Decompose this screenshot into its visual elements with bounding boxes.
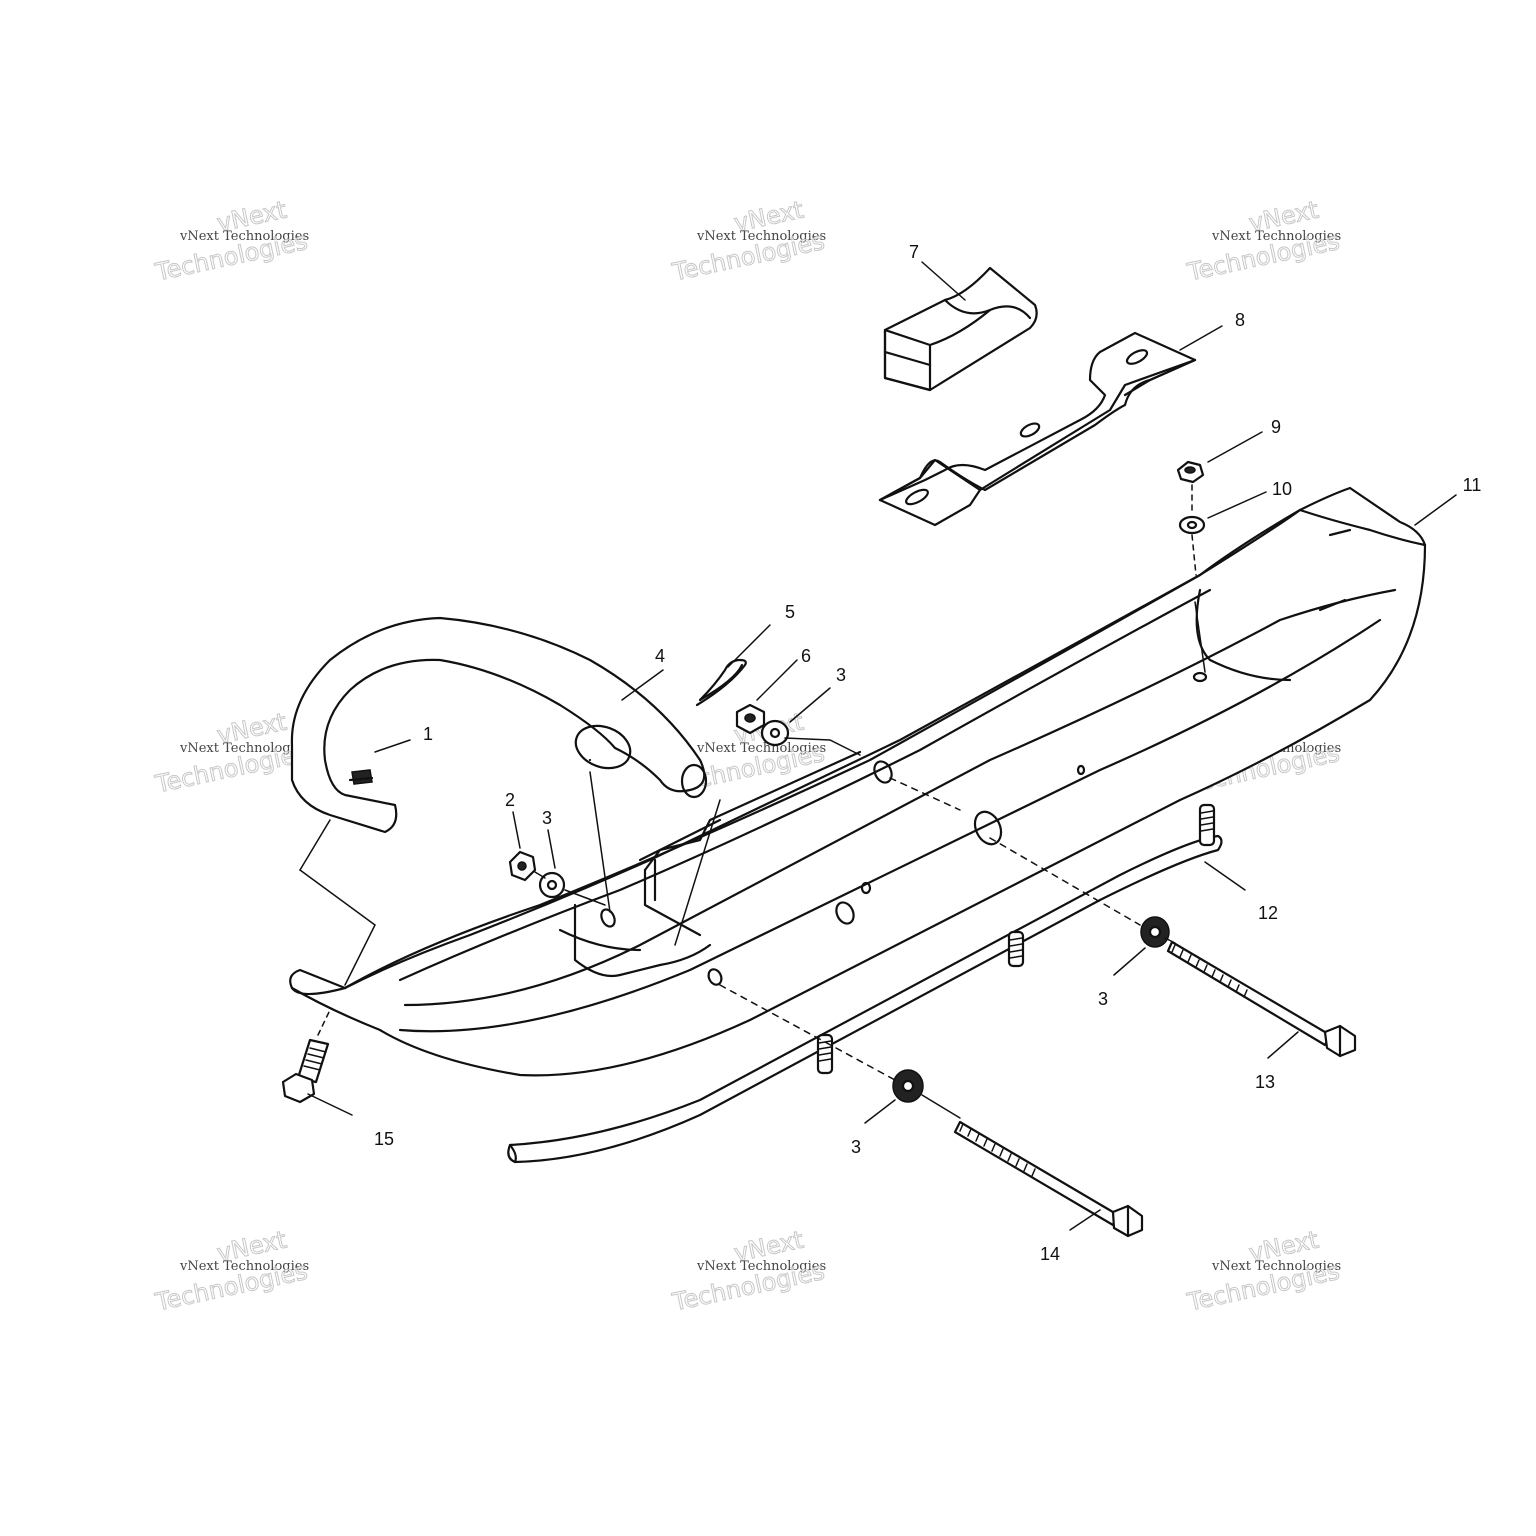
callout-3-upper: 3 [836, 665, 846, 685]
part-3-washer-left [538, 871, 566, 899]
svg-text:vNext Technologies: vNext Technologies [696, 1259, 826, 1274]
watermark-bc: vNext vNext Technologies Technologies [669, 1225, 828, 1317]
watermark-br: vNext vNext Technologies Technologies [1184, 1225, 1343, 1317]
part-2-nut [508, 850, 537, 882]
callout-3-left: 3 [542, 808, 552, 828]
callout-4: 4 [655, 646, 665, 666]
callout-13: 13 [1255, 1072, 1275, 1092]
part-3-washer-upper [760, 719, 790, 747]
part-8-saddle-bracket [878, 331, 1197, 527]
part-9-nut [1176, 460, 1205, 484]
svg-text:vNext Technologies: vNext Technologies [696, 741, 826, 756]
part-5-cotter-pin [695, 658, 747, 707]
callout-3-bottom: 3 [851, 1137, 861, 1157]
callout-8: 8 [1235, 310, 1245, 330]
svg-text:vNext Technologies: vNext Technologies [179, 1259, 309, 1274]
svg-text:vNext Technologies: vNext Technologies [1211, 229, 1341, 244]
leader-line-washer-upper [784, 737, 861, 756]
watermark-tc: vNext vNext Technologies Technologies [669, 195, 828, 287]
part-3-washer-right [1140, 916, 1170, 948]
watermark-bl: vNext vNext Technologies Technologies [152, 1225, 311, 1317]
svg-text:vNext Technologies: vNext Technologies [696, 229, 826, 244]
part-14-bolt [953, 1120, 1144, 1238]
callout-9: 9 [1271, 417, 1281, 437]
leader-line-nut-left [534, 871, 606, 906]
svg-text:vNext Technologies: vNext Technologies [179, 741, 309, 756]
callout-14: 14 [1040, 1244, 1060, 1264]
callout-2: 2 [505, 790, 515, 810]
part-10-washer [1178, 515, 1206, 535]
leader-lines [299, 261, 1457, 1231]
part-15-bolt [281, 1038, 330, 1104]
svg-text:vNext Technologies: vNext Technologies [1211, 1259, 1341, 1274]
part-3-washer-bottom [892, 1069, 924, 1103]
dash-line-9-10 [1191, 484, 1197, 576]
callout-5: 5 [785, 602, 795, 622]
watermark-ml: vNext vNext Technologies Technologies [152, 707, 311, 799]
watermark-tr: vNext vNext Technologies Technologies [1184, 195, 1343, 287]
callout-15: 15 [374, 1129, 394, 1149]
part-4-ski-loop [290, 616, 862, 872]
callout-1: 1 [423, 724, 433, 744]
watermark-tl: vNext vNext Technologies Technologies [152, 195, 311, 287]
callout-12: 12 [1258, 903, 1278, 923]
part-13-bolt [1166, 940, 1357, 1058]
callout-7: 7 [909, 242, 919, 262]
part-11-ski [289, 486, 1427, 1077]
part-1-plug [348, 769, 374, 785]
svg-text:vNext Technologies: vNext Technologies [179, 229, 309, 244]
callout-6: 6 [801, 646, 811, 666]
callout-10: 10 [1272, 479, 1292, 499]
part-7-saddle-pad [883, 266, 1038, 392]
callout-11: 11 [1463, 475, 1482, 495]
callout-3-right: 3 [1098, 989, 1108, 1009]
